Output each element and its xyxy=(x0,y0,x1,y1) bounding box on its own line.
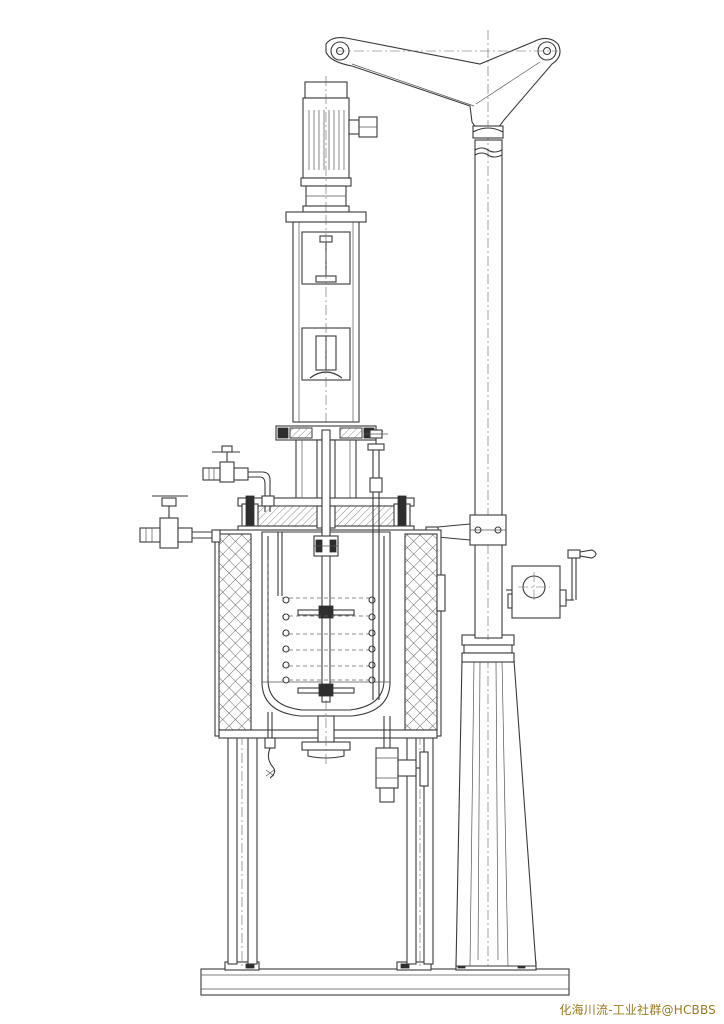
column-base xyxy=(455,634,537,967)
lifting-arm xyxy=(325,30,561,140)
watermark-text: 化海川流-工业社群@HCBBS xyxy=(559,1003,716,1017)
thermocouple-well xyxy=(367,430,385,700)
pressure-gauge-fitting xyxy=(364,429,388,439)
thermocouple-wire xyxy=(264,712,276,779)
cooling-coil xyxy=(277,532,376,684)
gas-inlet-valve xyxy=(202,445,275,512)
lifting-hand-crank xyxy=(506,549,597,619)
motor xyxy=(300,76,378,215)
bottom-drain-nozzle xyxy=(301,700,351,765)
sampling-valve xyxy=(139,495,221,549)
heating-jacket-insulation xyxy=(214,529,446,739)
stirrer-impeller xyxy=(297,605,355,697)
stirrer-shaft xyxy=(313,429,339,703)
support-legs xyxy=(227,735,434,966)
coupling-bracket xyxy=(285,211,367,430)
lifting-column xyxy=(469,130,507,640)
bottom-discharge-valve xyxy=(375,716,429,803)
base-plate xyxy=(200,961,570,996)
